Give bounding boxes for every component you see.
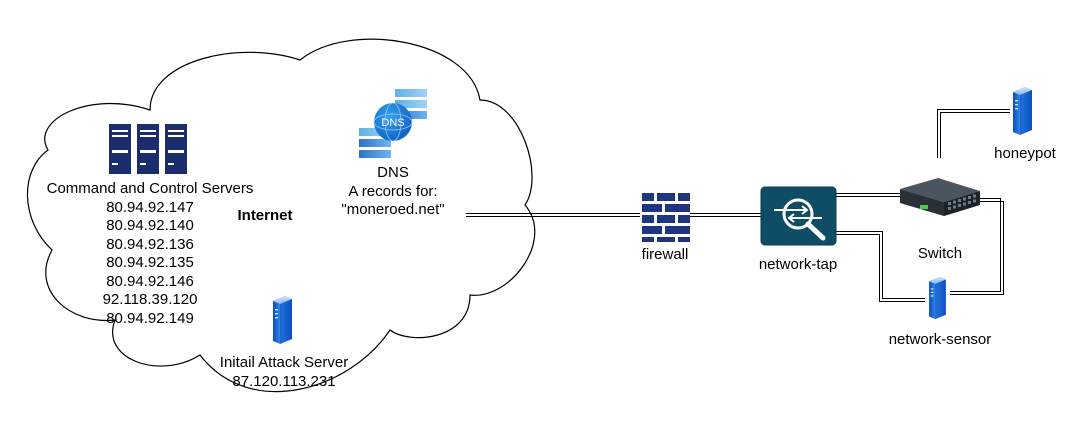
c2-ip: 92.118.39.120: [102, 291, 198, 308]
c2-ip: 80.94.92.136: [106, 235, 194, 253]
c2-ip: 80.94.92.135: [106, 254, 194, 271]
link-firewall-tap: [690, 213, 761, 217]
internet-label: Internet: [237, 207, 293, 224]
firewall-label: firewall: [641, 246, 689, 263]
switch-label: Switch: [917, 245, 963, 262]
network-sensor-server-icon: [929, 276, 946, 320]
network-tap-label: network-tap: [758, 256, 838, 273]
link-tap-sensor: [836, 231, 925, 302]
attack-server-ip: 87.120.113.231: [232, 372, 336, 390]
dns-server-icon: DNS: [359, 89, 427, 158]
attack-server-title: Initail Attack Server: [219, 354, 349, 371]
attack-server-block: Initail Attack Server 87.120.113.231: [194, 354, 374, 391]
c2-ip: 80.94.92.140: [106, 217, 194, 234]
link-switch-honeypot: [937, 109, 1010, 158]
c2-ip: 80.94.92.149: [106, 309, 194, 327]
dns-badge: DNS: [381, 117, 404, 129]
network-sensor-label: network-sensor: [888, 331, 992, 348]
dns-records-block: DNS A records for: "moneroed.net": [318, 164, 468, 220]
server-rack-icon: [109, 124, 187, 174]
firewall-icon: [642, 193, 690, 242]
link-cloud-firewall: [466, 213, 640, 217]
dns-domain: "moneroed.net": [341, 201, 445, 218]
c2-servers-block: Command and Control Servers 80.94.92.147…: [38, 180, 262, 328]
c2-ip: 80.94.92.147: [106, 198, 194, 216]
link-switch-sensor: [950, 198, 1004, 295]
c2-ip: 80.94.92.146: [106, 272, 194, 290]
dns-title: DNS: [377, 164, 409, 181]
c2-title: Command and Control Servers: [46, 180, 254, 197]
link-tap-switch: [836, 193, 900, 197]
honeypot-label: honeypot: [994, 145, 1056, 162]
honeypot-server-icon: [1013, 87, 1032, 135]
attack-server-icon: [273, 296, 292, 344]
switch-icon: [900, 178, 980, 216]
dns-records-label: A records for:: [348, 182, 438, 200]
network-tap-icon: [760, 186, 837, 246]
